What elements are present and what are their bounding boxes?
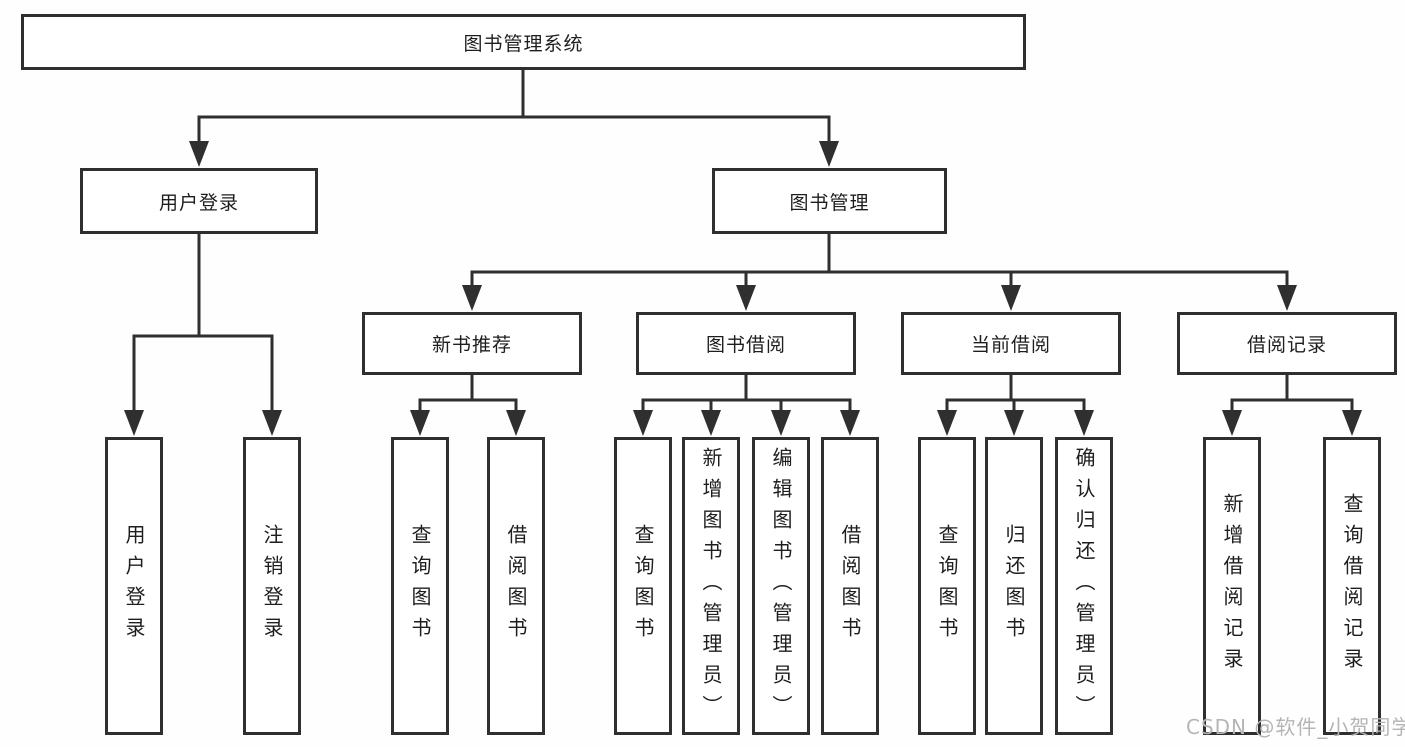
leaf-logout-label: 注销登录 <box>260 524 284 648</box>
leaf-query-books-3-label: 查询图书 <box>935 524 959 648</box>
leaf-add-borrow-record-label: 新增借阅记录 <box>1220 493 1244 679</box>
node-borrow-records: 借阅记录 <box>1177 312 1397 375</box>
node-borrow-records-label: 借阅记录 <box>1246 334 1327 356</box>
csdn-watermark: CSDN @软件_小贺同学 <box>1186 715 1405 739</box>
leaf-borrow-books-2-label: 借阅图书 <box>838 524 862 648</box>
leaf-edit-books-admin: 编辑图书（管理员） <box>752 437 810 735</box>
leaf-user-login: 用户登录 <box>105 437 163 735</box>
leaf-confirm-return-admin-label: 确认归还（管理员） <box>1072 446 1096 726</box>
connector-arrowheads <box>124 141 1362 436</box>
leaf-add-books-admin-label: 新增图书（管理员） <box>699 446 723 726</box>
leaf-query-borrow-record-label: 查询借阅记录 <box>1340 493 1364 679</box>
leaf-logout: 注销登录 <box>243 437 301 735</box>
leaf-add-books-admin: 新增图书（管理员） <box>682 437 740 735</box>
leaf-borrow-books-2: 借阅图书 <box>821 437 879 735</box>
node-book-borrow-label: 图书借阅 <box>705 334 786 356</box>
leaf-query-books-3: 查询图书 <box>918 437 976 735</box>
node-book-borrow: 图书借阅 <box>636 312 856 375</box>
leaf-query-books-1: 查询图书 <box>391 437 449 735</box>
leaf-edit-books-admin-label: 编辑图书（管理员） <box>769 446 793 726</box>
node-book-management-label: 图书管理 <box>789 191 870 214</box>
node-new-book-recommend-label: 新书推荐 <box>431 334 512 356</box>
node-new-book-recommend: 新书推荐 <box>362 312 582 375</box>
leaf-borrow-books-1-label: 借阅图书 <box>504 524 528 648</box>
leaf-query-books-2-label: 查询图书 <box>631 524 655 648</box>
node-current-borrow-label: 当前借阅 <box>970 334 1051 356</box>
leaf-query-books-1-label: 查询图书 <box>408 524 432 648</box>
node-root: 图书管理系统 <box>21 14 1026 70</box>
node-current-borrow: 当前借阅 <box>901 312 1121 375</box>
node-root-label: 图书管理系统 <box>463 32 584 55</box>
leaf-user-login-label: 用户登录 <box>122 524 146 648</box>
leaf-borrow-books-1: 借阅图书 <box>487 437 545 735</box>
leaf-return-books-label: 归还图书 <box>1002 524 1026 648</box>
leaf-confirm-return-admin: 确认归还（管理员） <box>1055 437 1113 735</box>
leaf-query-books-2: 查询图书 <box>614 437 672 735</box>
node-book-management: 图书管理 <box>712 168 947 234</box>
leaf-return-books: 归还图书 <box>985 437 1043 735</box>
node-user-login: 用户登录 <box>80 168 318 234</box>
node-user-login-label: 用户登录 <box>158 191 239 214</box>
leaf-add-borrow-record: 新增借阅记录 <box>1203 437 1261 735</box>
leaf-query-borrow-record: 查询借阅记录 <box>1323 437 1381 735</box>
